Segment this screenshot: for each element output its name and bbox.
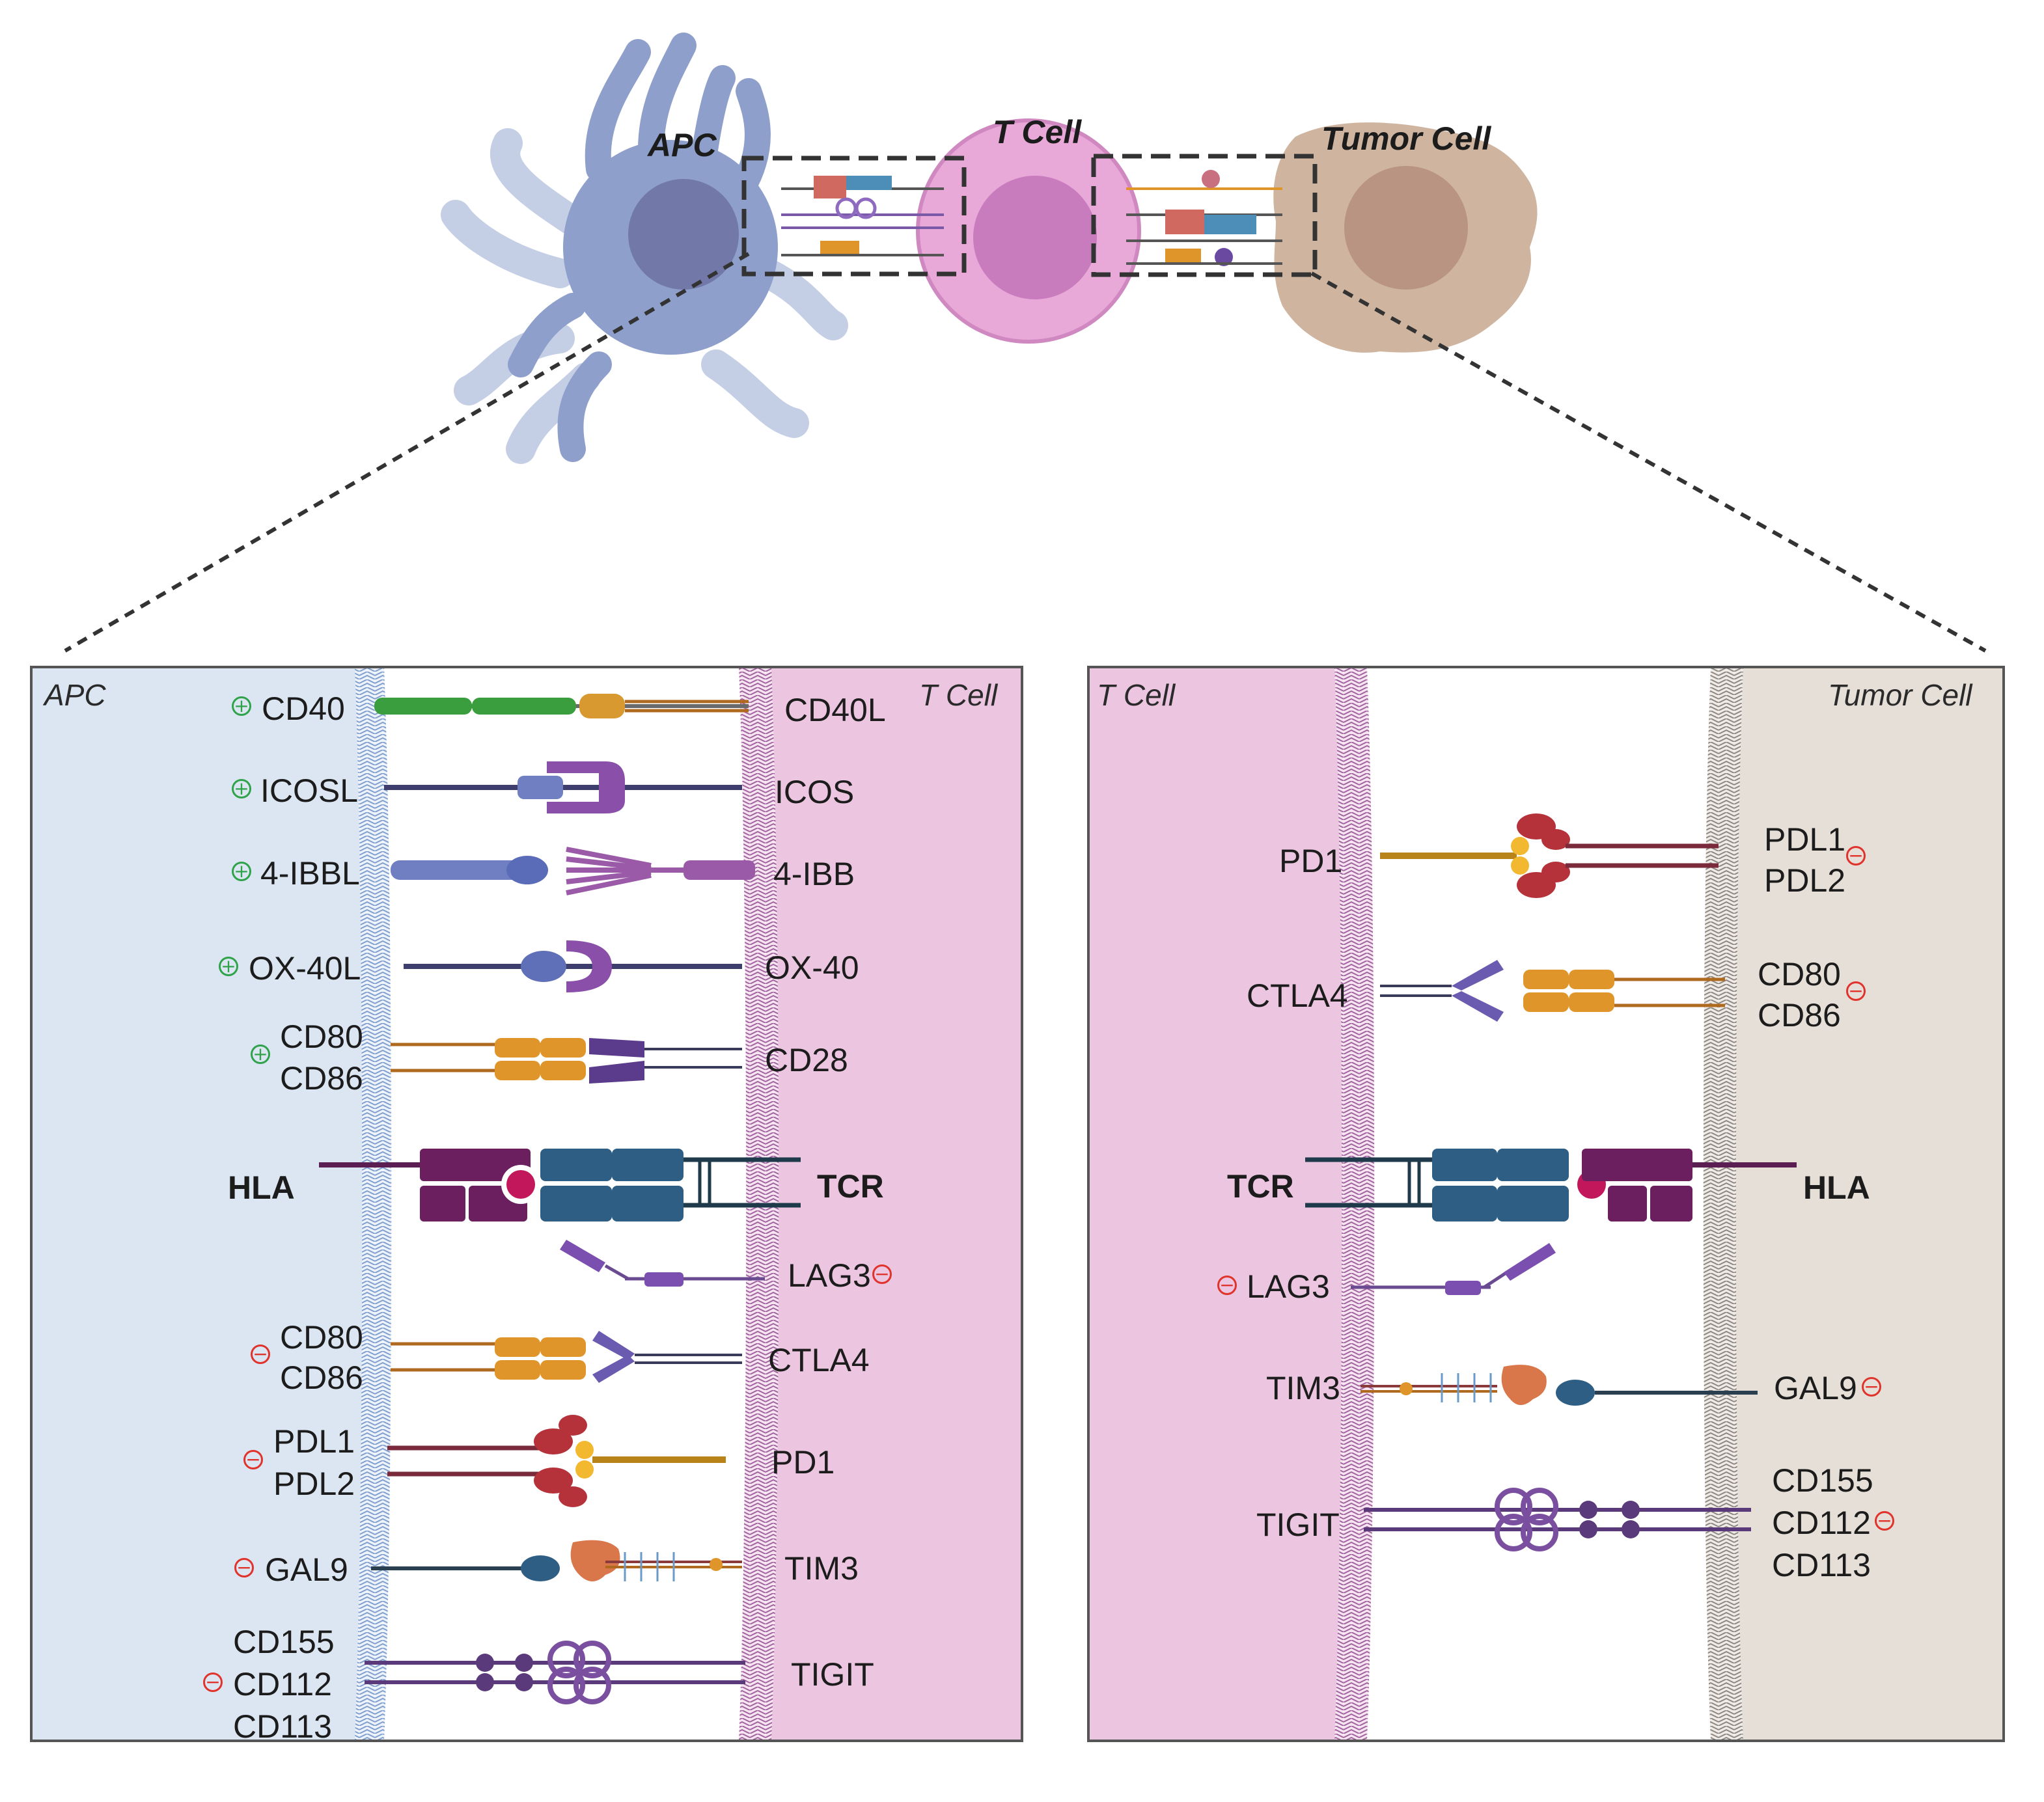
label-ox40l: OX-40L	[249, 950, 361, 987]
mol-pd1-pdl-right	[1380, 813, 1719, 898]
label-hla: HLA	[1803, 1169, 1870, 1206]
top-mini-receptors-right	[1126, 170, 1282, 266]
activating-sign: +	[232, 862, 251, 881]
inhibitory-sign: −	[203, 1672, 223, 1692]
top-mini-receptors-left	[781, 176, 944, 256]
label-4ibbl: 4-IBBL	[260, 855, 360, 892]
zoom-lines	[64, 252, 1987, 653]
label-ctla4: CTLA4	[1247, 977, 1348, 1014]
activating-sign: +	[232, 779, 251, 799]
mol-icos	[384, 761, 742, 813]
mol-tim3-gal9-right	[1360, 1365, 1758, 1406]
label-tigit: TIGIT	[791, 1656, 874, 1693]
label-cd86: CD86	[280, 1060, 363, 1097]
mol-lag3-right	[1351, 1243, 1556, 1295]
label-tigit: TIGIT	[1256, 1507, 1340, 1543]
activating-sign: +	[232, 696, 251, 716]
inhibitory-sign: −	[1875, 1511, 1894, 1531]
left-panel-tag-apc: APC	[44, 678, 106, 712]
label-tim3: TIM3	[1266, 1370, 1340, 1406]
mol-tigit-cd155-right	[1364, 1488, 1751, 1551]
left-panel-frame	[30, 666, 1023, 1742]
label-pd1: PD1	[1279, 843, 1343, 879]
mol-4ibb	[391, 847, 755, 895]
inhibitory-sign: −	[243, 1450, 263, 1469]
tumor-cell	[1273, 122, 1538, 353]
mol-tcr-hla-right	[1305, 1149, 1797, 1222]
label-cd80: CD80	[1758, 956, 1841, 992]
label-cd155: CD155	[1772, 1462, 1873, 1499]
label-cd112: CD112	[1772, 1505, 1871, 1541]
inhibitory-sign: −	[1846, 981, 1866, 1001]
label-icosl: ICOSL	[260, 772, 359, 809]
label-lag3: LAG3	[1247, 1268, 1330, 1305]
label-ctla4: CTLA4	[768, 1342, 870, 1378]
label-lag3: LAG3	[788, 1257, 871, 1294]
mol-ctla4-cd80-right	[1380, 960, 1725, 1022]
label-cd155: CD155	[233, 1624, 335, 1660]
right-panel-frame	[1087, 666, 2005, 1742]
left-panel	[31, 667, 1022, 1741]
label-pdl1: PDL1	[1764, 821, 1846, 858]
label-pdl2: PDL2	[1764, 862, 1846, 899]
right-panel-tag-tcell: T Cell	[1097, 678, 1176, 712]
mol-cd80-cd28	[391, 1038, 742, 1084]
mol-lag3-left	[560, 1240, 765, 1287]
right-panel-tag-tumor: Tumor Cell	[1828, 678, 1972, 712]
inhibitory-sign: −	[234, 1558, 254, 1577]
mol-pdl-pd1-left	[387, 1415, 726, 1507]
label-cd113: CD113	[1772, 1547, 1871, 1583]
label-gal9: GAL9	[265, 1551, 348, 1588]
top-dashed-boxes	[741, 154, 1318, 277]
label-cd80: CD80	[280, 1018, 363, 1055]
cell-label-tumor: Tumor Cell	[1321, 120, 1491, 157]
mol-cd155-tigit-left	[365, 1641, 745, 1704]
inhibitory-sign: −	[872, 1264, 892, 1284]
inhibitory-sign: −	[1846, 846, 1866, 866]
label-tcr: TCR	[817, 1168, 884, 1205]
label-cd80: CD80	[280, 1319, 363, 1356]
label-cd113: CD113	[233, 1708, 332, 1745]
label-pd1: PD1	[771, 1444, 835, 1481]
inhibitory-sign: −	[1217, 1276, 1237, 1295]
mol-hla-tcr-left	[319, 1149, 801, 1222]
label-cd86: CD86	[1758, 997, 1841, 1033]
cell-label-apc: APC	[648, 127, 717, 163]
label-tcr: TCR	[1227, 1168, 1294, 1205]
label-cd112: CD112	[233, 1666, 332, 1702]
label-hla: HLA	[228, 1169, 295, 1206]
label-pdl2: PDL2	[273, 1466, 355, 1502]
label-gal9: GAL9	[1774, 1370, 1857, 1406]
label-ox40: OX-40	[765, 949, 859, 986]
mol-cd80-ctla4	[391, 1331, 742, 1383]
label-tim3: TIM3	[784, 1550, 859, 1587]
label-cd40l: CD40L	[784, 692, 886, 728]
tcell-cell	[916, 118, 1141, 344]
inhibitory-sign: −	[1862, 1377, 1881, 1397]
left-panel-tag-tcell: T Cell	[919, 678, 998, 712]
label-cd86: CD86	[280, 1359, 363, 1396]
inhibitory-sign: −	[251, 1345, 270, 1364]
activating-sign: +	[219, 957, 238, 976]
label-4ibb: 4-IBB	[773, 856, 855, 892]
label-cd40: CD40	[262, 690, 345, 727]
label-cd28: CD28	[765, 1042, 848, 1078]
activating-sign: +	[251, 1044, 270, 1064]
label-icos: ICOS	[775, 774, 855, 810]
label-pdl1: PDL1	[273, 1423, 355, 1460]
cell-label-tcell: T Cell	[993, 114, 1082, 150]
mol-gal9-tim3-left	[371, 1540, 742, 1581]
mol-ox40	[404, 940, 742, 992]
mol-cd40	[374, 694, 749, 718]
apc-cell	[441, 33, 848, 464]
